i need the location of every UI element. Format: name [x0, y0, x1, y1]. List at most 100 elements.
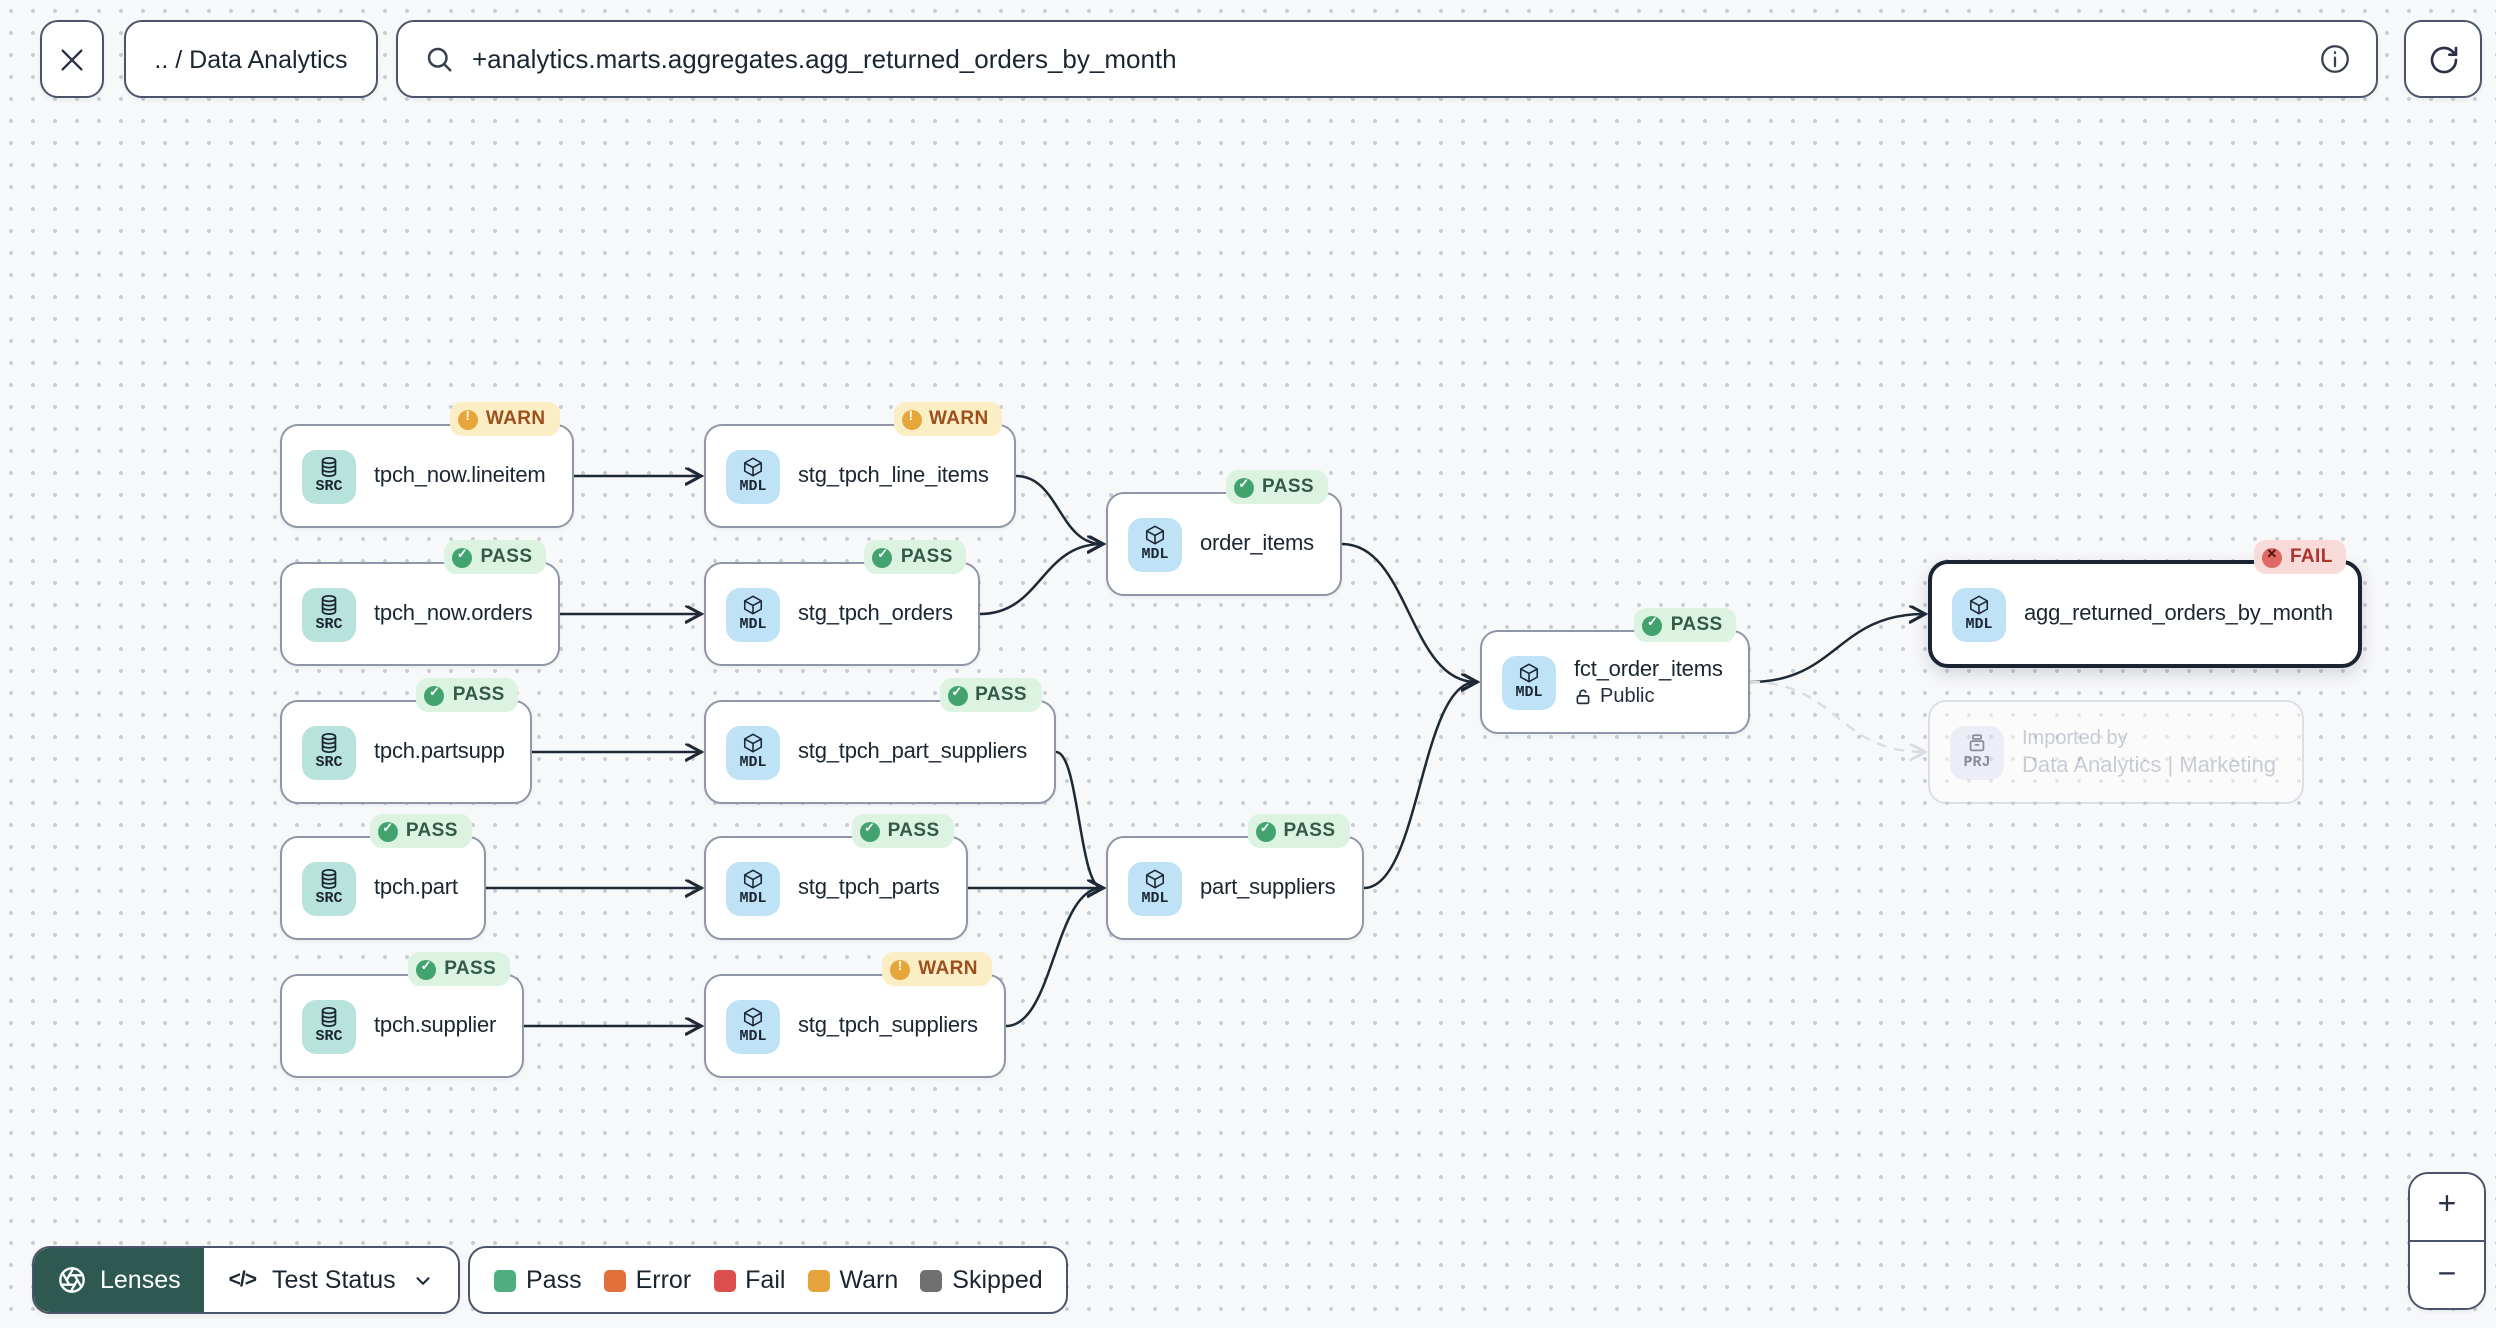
node-type-label: MDL [739, 617, 767, 634]
legend-swatch [603, 1269, 626, 1291]
node-label: agg_returned_orders_by_month [2024, 602, 2333, 626]
status-badge-warn: !WARN [893, 402, 1003, 436]
cube-icon: MDL [1128, 861, 1182, 915]
lens-selector-dropdown[interactable]: </> Test Status [204, 1248, 458, 1312]
status-badge-pass: ✓PASS [864, 540, 967, 574]
legend-item-skipped: Skipped [920, 1266, 1043, 1294]
legend-item-fail: Fail [713, 1266, 785, 1294]
zoom-divider [2410, 1239, 2484, 1243]
node-type-label: MDL [739, 891, 767, 908]
node-label: stg_tpch_parts [798, 876, 940, 900]
legend-item-error: Error [603, 1266, 691, 1294]
refresh-icon [2429, 45, 2457, 73]
node-label: stg_tpch_orders [798, 602, 953, 626]
cube-icon: MDL [726, 999, 780, 1053]
status-dot-icon: ✓ [1642, 615, 1663, 635]
refresh-button[interactable] [2404, 20, 2482, 98]
lineage-edge [1749, 614, 1924, 684]
status-badge-label: PASS [975, 684, 1027, 706]
info-icon[interactable] [2318, 42, 2352, 76]
status-badge-pass: ✓PASS [1226, 470, 1328, 504]
node-text: tpch.partsupp [374, 740, 505, 764]
lineage-edge [1055, 750, 1102, 888]
database-icon: SRC [302, 449, 356, 503]
zoom-out-button[interactable]: − [2410, 1242, 2484, 1308]
node-type-label: MDL [1141, 891, 1169, 908]
status-dot-icon: ✓ [859, 821, 880, 841]
legend-swatch [713, 1269, 736, 1291]
unlock-icon [1574, 687, 1592, 705]
status-badge-label: WARN [485, 408, 546, 430]
status-dot-icon: ✓ [947, 685, 968, 705]
node-label: tpch_now.orders [374, 602, 533, 626]
database-icon: SRC [302, 725, 356, 779]
node-label: Data Analytics | Marketing [2022, 753, 2276, 777]
cube-icon: MDL [1128, 517, 1182, 571]
node-label: stg_tpch_line_items [798, 464, 989, 488]
status-badge-label: FAIL [2289, 546, 2333, 568]
chevron-down-icon [416, 1276, 430, 1284]
node-text: stg_tpch_orders [798, 602, 953, 626]
node-type-label: SRC [315, 617, 343, 634]
breadcrumb[interactable]: .. / Data Analytics [124, 20, 378, 98]
status-dot-icon: ! [890, 959, 911, 979]
node-src_orders[interactable]: ✓PASS SRC tpch_now.orders [280, 540, 561, 666]
breadcrumb-label: .. / Data Analytics [154, 45, 348, 73]
status-dot-icon: ✓ [416, 959, 437, 979]
node-label: tpch.partsupp [374, 740, 505, 764]
legend-label: Fail [745, 1266, 786, 1294]
aperture-icon [59, 1267, 85, 1293]
lineage-edge [1363, 682, 1476, 890]
node-type-label: MDL [1141, 547, 1169, 564]
status-badge-label: PASS [452, 684, 505, 706]
legend-swatch [494, 1269, 516, 1291]
legend-swatch [920, 1269, 943, 1291]
node-stg_parts[interactable]: ✓ PASS MDL stg_tpch_parts [704, 814, 968, 940]
node-text: stg_tpch_line_items [798, 464, 989, 488]
status-badge-label: WARN [929, 408, 989, 430]
close-button[interactable] [40, 20, 104, 98]
search-input[interactable] [472, 44, 2300, 74]
lineage-edge [979, 544, 1102, 616]
cube-icon: MDL [726, 861, 780, 915]
imported-by-label: Imported by [2022, 727, 2128, 749]
node-stg_orders[interactable]: ✓PASS MDL stg_tpch_orders [704, 540, 981, 666]
node-text: stg_tpch_parts [798, 876, 940, 900]
status-badge-fail: ✕FAIL [2253, 540, 2347, 574]
zoom-in-button[interactable]: + [2410, 1174, 2484, 1240]
node-type-label: SRC [315, 755, 343, 772]
legend-label: Pass [526, 1266, 582, 1294]
status-badge-warn: !WARN [449, 402, 560, 436]
node-label: stg_tpch_suppliers [798, 1014, 978, 1038]
status-badge-label: PASS [480, 546, 533, 568]
database-icon: SRC [302, 861, 356, 915]
status-badge-label: PASS [1262, 476, 1314, 498]
lens-selected-label: Test Status [272, 1266, 396, 1294]
status-badge-pass: ✓PASS [1634, 608, 1737, 642]
status-badge-pass: ✓PASS [416, 678, 519, 712]
code-icon: </> [228, 1268, 257, 1292]
node-src_partsupp[interactable]: ✓PASS SRC tpch.partsupp [280, 678, 533, 804]
lenses-label: Lenses [100, 1266, 181, 1294]
lineage-search[interactable] [396, 20, 2378, 98]
node-text: agg_returned_orders_by_month [2024, 602, 2333, 626]
status-badge-pass: ✓PASS [444, 540, 547, 574]
close-icon [61, 48, 83, 70]
lenses-button[interactable]: Lenses [34, 1248, 205, 1312]
access-label: Public [1600, 685, 1655, 707]
legend-swatch [807, 1269, 830, 1291]
status-badge-label: PASS [887, 820, 940, 842]
